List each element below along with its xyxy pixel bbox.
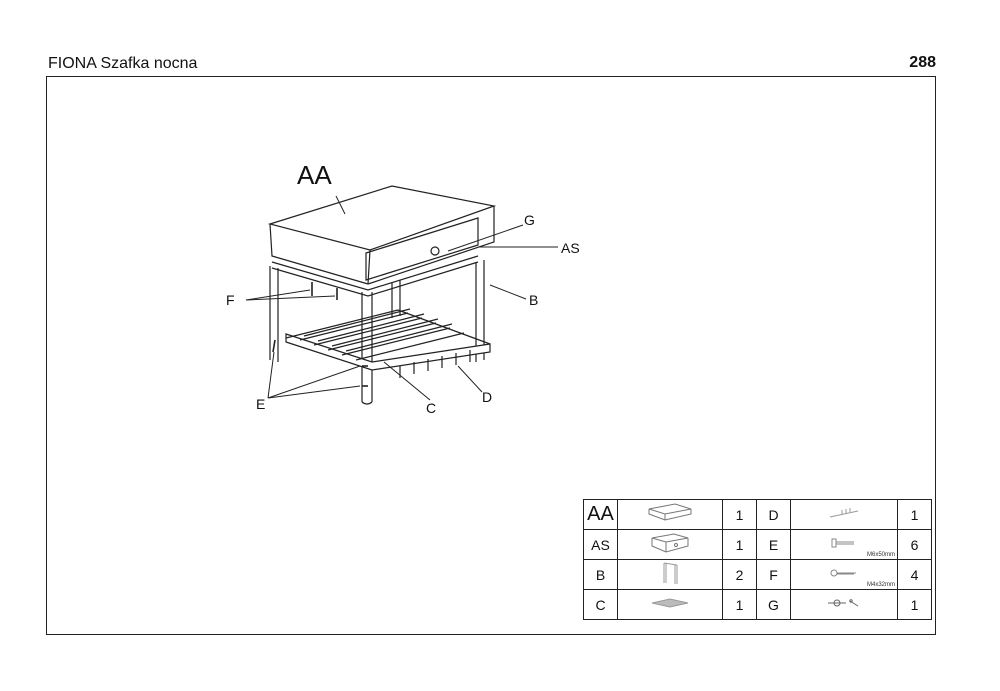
part-code: D (756, 499, 791, 530)
table-top-icon (617, 499, 723, 530)
document-title: FIONA Szafka nocna (48, 55, 198, 72)
shelf-slat-icon (790, 499, 898, 530)
bolt-icon: M6x50mm (790, 529, 898, 560)
callout-g: G (524, 212, 535, 228)
parts-row: C 1 G 1 (583, 589, 932, 620)
drawer-icon (617, 529, 723, 560)
part-code: G (756, 589, 791, 620)
part-code: C (583, 589, 618, 620)
part-qty: 2 (722, 559, 757, 590)
part-code: E (756, 529, 791, 560)
part-qty: 1 (722, 499, 757, 530)
part-code: AA (583, 499, 618, 530)
callout-b: B (529, 292, 539, 308)
part-qty: 6 (897, 529, 932, 560)
part-code: AS (583, 529, 618, 560)
callout-aa: AA (297, 160, 332, 190)
part-qty: 4 (897, 559, 932, 590)
part-code: F (756, 559, 791, 590)
drawer-front (365, 217, 479, 281)
table-top (267, 185, 497, 251)
callout-f: F (226, 292, 235, 308)
parts-row: AA 1 D 1 (583, 499, 932, 530)
parts-row: AS 1 E M6x50mm 6 (583, 529, 932, 560)
part-qty: 1 (722, 589, 757, 620)
parts-table: AA 1 D 1 AS 1 E M6x50mm 6 B 2 F M4x32mm (583, 499, 932, 620)
callout-e: E (256, 396, 266, 412)
screw-icon: M4x32mm (790, 559, 898, 590)
diagram-frame (46, 76, 936, 635)
leg-frame-icon (617, 559, 723, 590)
part-code: B (583, 559, 618, 590)
page-number: 288 (909, 54, 936, 71)
part-qty: 1 (897, 589, 932, 620)
knob-icon (790, 589, 898, 620)
part-qty: 1 (722, 529, 757, 560)
callout-d: D (482, 389, 493, 405)
bolt-spec: M6x50mm (866, 552, 895, 558)
callout-as: AS (561, 240, 580, 256)
part-qty: 1 (897, 499, 932, 530)
screw-spec: M4x32mm (866, 582, 895, 588)
callout-c: C (426, 400, 437, 416)
parts-row: B 2 F M4x32mm 4 (583, 559, 932, 590)
slatted-shelf-icon (617, 589, 723, 620)
